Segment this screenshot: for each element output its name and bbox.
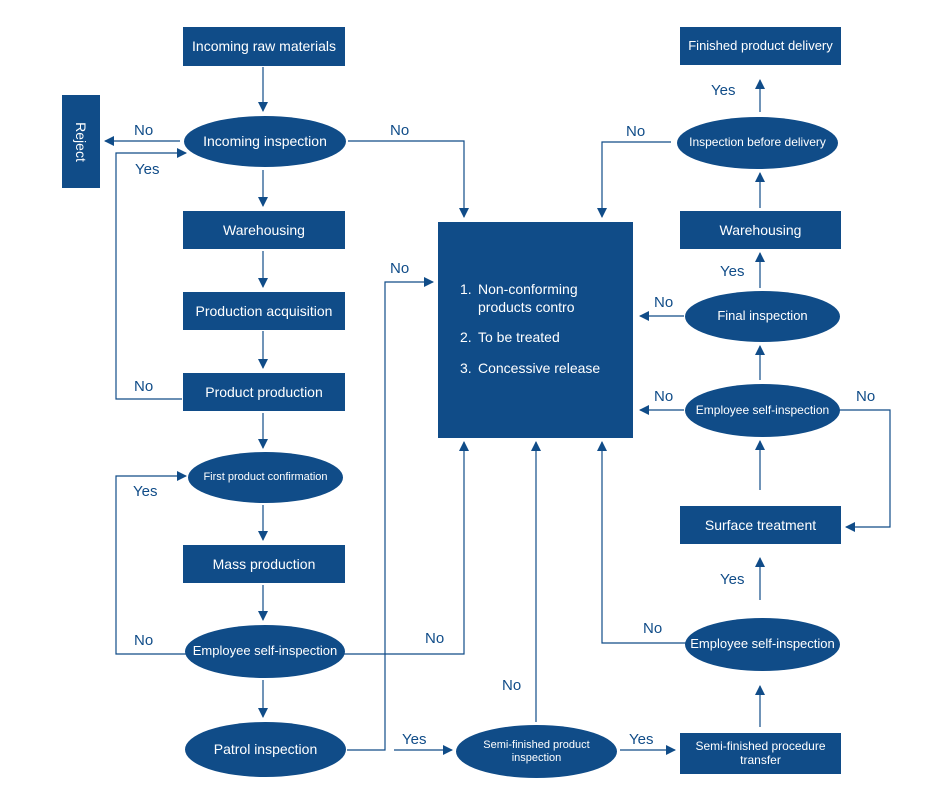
edge-label-yes: Yes [133,483,158,500]
product-production-node: Product production [183,373,345,411]
finished-product-delivery-node: Finished product delivery [680,27,841,65]
edge-label-no: No [502,677,522,694]
employee-self-inspection-right-bottom-node: Employee self-inspection [685,618,840,671]
incoming-inspection-node: Incoming inspection [184,116,346,167]
warehousing-right-node: Warehousing [680,211,841,249]
edge-label-no: No [134,378,154,395]
edge-label-no: No [654,294,674,311]
arrow-patrol-to-center [347,277,434,751]
loop-employee-top-to-surface [839,409,891,532]
employee-self-inspection-left-node: Employee self-inspection [185,625,345,678]
loop-product-production-no [115,148,187,400]
edge-label-yes: Yes [720,571,745,588]
arrow-employee-bottom-to-center [597,441,686,644]
arrow-delivery-insp-to-center [597,141,671,218]
final-inspection-node: Final inspection [685,291,840,342]
patrol-inspection-node: Patrol inspection [185,722,346,777]
edge-label-yes: Yes [720,263,745,280]
edge-label-yes: Yes [135,161,160,178]
inspection-before-delivery-node: Inspection before delivery [677,117,838,169]
arrow-incoming-to-center [348,140,469,218]
semi-finished-product-inspection-node: Semi-finished product inspection [456,725,617,778]
edge-label-no: No [856,388,876,405]
employee-self-inspection-right-top-node: Employee self-inspection [685,384,840,437]
semi-finished-procedure-transfer-node: Semi-finished procedure transfer [680,733,841,774]
edge-label-no: No [654,388,674,405]
mass-production-node: Mass production [183,545,345,583]
center-item-1: 1.Non-conforming products contro [460,281,578,316]
edge-label-no: No [390,122,410,139]
incoming-raw-materials-node: Incoming raw materials [183,27,345,66]
production-acquisition-node: Production acquisition [183,292,345,330]
loop-employee-to-first [115,471,187,655]
edge-label-yes: Yes [402,731,427,748]
center-item-2: 2.To be treated [460,329,560,346]
edge-label-no: No [390,260,410,277]
edge-label-yes: Yes [629,731,654,748]
edge-label-yes: Yes [711,82,736,99]
edge-label-no: No [643,620,663,637]
edge-label-no: No [134,122,154,139]
non-conforming-products-box: 1.Non-conforming products contro 2.To be… [438,222,633,438]
reject-node: Reject [62,95,100,188]
arrow-employee-left-to-center [344,441,469,655]
center-item-3: 3.Concessive release [460,359,601,376]
edge-label-no: No [425,630,445,647]
first-product-confirmation-node: First product confirmation [188,452,343,503]
surface-treatment-node: Surface treatment [680,506,841,544]
edge-label-no: No [626,123,646,140]
warehousing-left-node: Warehousing [183,211,345,249]
edge-label-no: No [134,632,154,649]
